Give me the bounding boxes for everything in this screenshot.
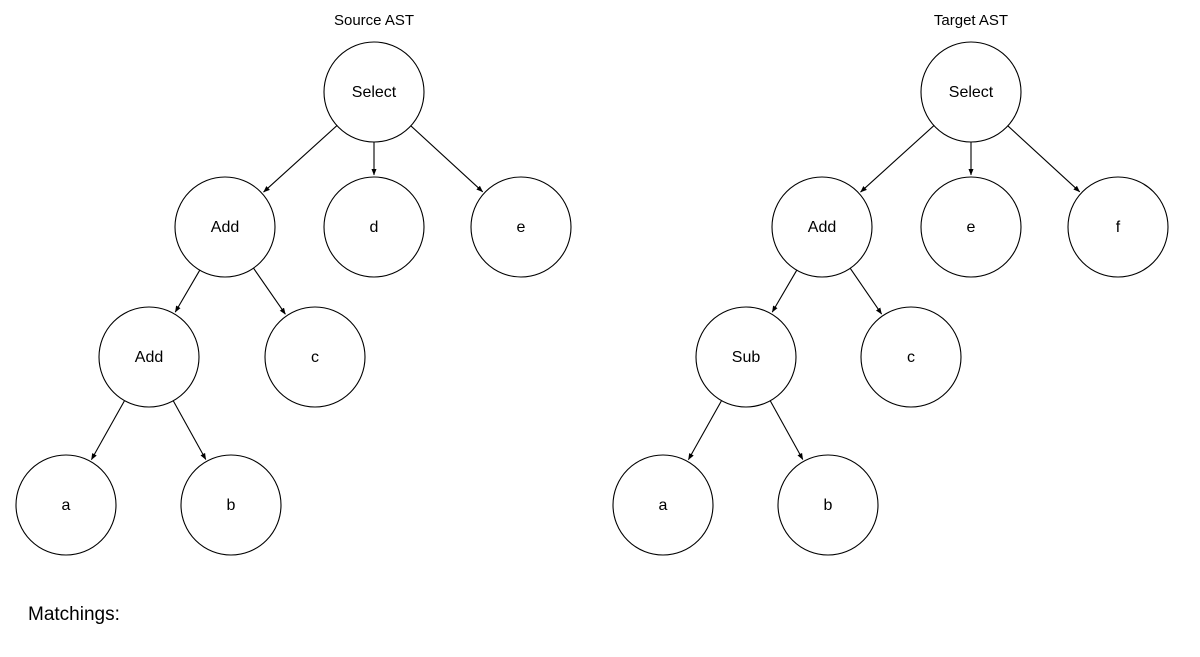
- node-circle-t-add: [771, 176, 873, 278]
- tree-edge-t-sub-to-t-a: [687, 400, 723, 460]
- node-label-t-sub: Sub: [732, 349, 761, 366]
- node-label-s-select: Select: [352, 84, 397, 101]
- source-tree-edges: [90, 125, 484, 460]
- tree-node-t-c[interactable]: c: [860, 306, 962, 408]
- tree-edge-t-select-to-t-add: [860, 125, 935, 193]
- tree-node-s-add-2[interactable]: Add: [98, 306, 200, 408]
- tree-edge-t-sub-to-t-b: [769, 400, 804, 460]
- tree-edge-t-select-to-t-f: [1007, 125, 1081, 193]
- node-circle-s-b: [180, 454, 282, 556]
- matchings-label: Matchings:: [28, 604, 120, 625]
- node-circle-t-f: [1067, 176, 1169, 278]
- node-label-t-f: f: [1116, 219, 1121, 236]
- target-tree-edges: [687, 125, 1081, 460]
- tree-node-t-a[interactable]: a: [612, 454, 714, 556]
- node-circle-t-b: [777, 454, 879, 556]
- tree-edge-s-add-2-to-s-b: [172, 400, 207, 460]
- tree-edge-t-add-to-t-c: [849, 267, 883, 315]
- tree-edge-s-select-to-s-e: [410, 125, 484, 193]
- node-circle-s-add-1: [174, 176, 276, 278]
- tree-node-s-b[interactable]: b: [180, 454, 282, 556]
- node-circle-t-e: [920, 176, 1022, 278]
- tree-node-t-e[interactable]: e: [920, 176, 1022, 278]
- node-label-s-c: c: [311, 349, 319, 366]
- tree-node-t-select[interactable]: Select: [920, 41, 1022, 143]
- tree-node-t-add[interactable]: Add: [771, 176, 873, 278]
- node-label-t-e: e: [967, 219, 976, 236]
- node-label-t-add: Add: [808, 219, 836, 236]
- node-label-s-add-1: Add: [211, 219, 239, 236]
- node-label-s-add-2: Add: [135, 349, 163, 366]
- node-label-t-c: c: [907, 349, 915, 366]
- node-label-s-b: b: [227, 497, 236, 514]
- node-circle-t-c: [860, 306, 962, 408]
- node-label-t-b: b: [824, 497, 833, 514]
- tree-node-t-b[interactable]: b: [777, 454, 879, 556]
- tree-node-s-add-1[interactable]: Add: [174, 176, 276, 278]
- tree-node-s-c[interactable]: c: [264, 306, 366, 408]
- node-circle-s-c: [264, 306, 366, 408]
- tree-node-s-a[interactable]: a: [15, 454, 117, 556]
- node-circle-t-sub: [695, 306, 797, 408]
- node-label-s-a: a: [62, 497, 71, 514]
- tree-node-s-d[interactable]: d: [323, 176, 425, 278]
- node-circle-s-d: [323, 176, 425, 278]
- source-tree-title: Source AST: [334, 12, 414, 29]
- node-circle-s-a: [15, 454, 117, 556]
- node-label-s-d: d: [370, 219, 379, 236]
- node-circle-s-select: [323, 41, 425, 143]
- node-circle-t-a: [612, 454, 714, 556]
- target-tree-title: Target AST: [934, 12, 1008, 29]
- tree-edge-s-add-1-to-s-c: [253, 267, 286, 315]
- node-circle-s-add-2: [98, 306, 200, 408]
- tree-edge-s-select-to-s-add-1: [263, 125, 338, 193]
- tree-node-t-f[interactable]: f: [1067, 176, 1169, 278]
- tree-node-t-sub[interactable]: Sub: [695, 306, 797, 408]
- tree-edge-s-add-2-to-s-a: [90, 400, 126, 460]
- tree-node-s-select[interactable]: Select: [323, 41, 425, 143]
- node-circle-s-e: [470, 176, 572, 278]
- node-label-t-a: a: [659, 497, 668, 514]
- tree-node-s-e[interactable]: e: [470, 176, 572, 278]
- tree-edge-s-add-1-to-s-add-2: [174, 269, 201, 313]
- node-label-t-select: Select: [949, 84, 994, 101]
- node-circle-t-select: [920, 41, 1022, 143]
- node-label-s-e: e: [517, 219, 526, 236]
- tree-edge-t-add-to-t-sub: [771, 269, 798, 313]
